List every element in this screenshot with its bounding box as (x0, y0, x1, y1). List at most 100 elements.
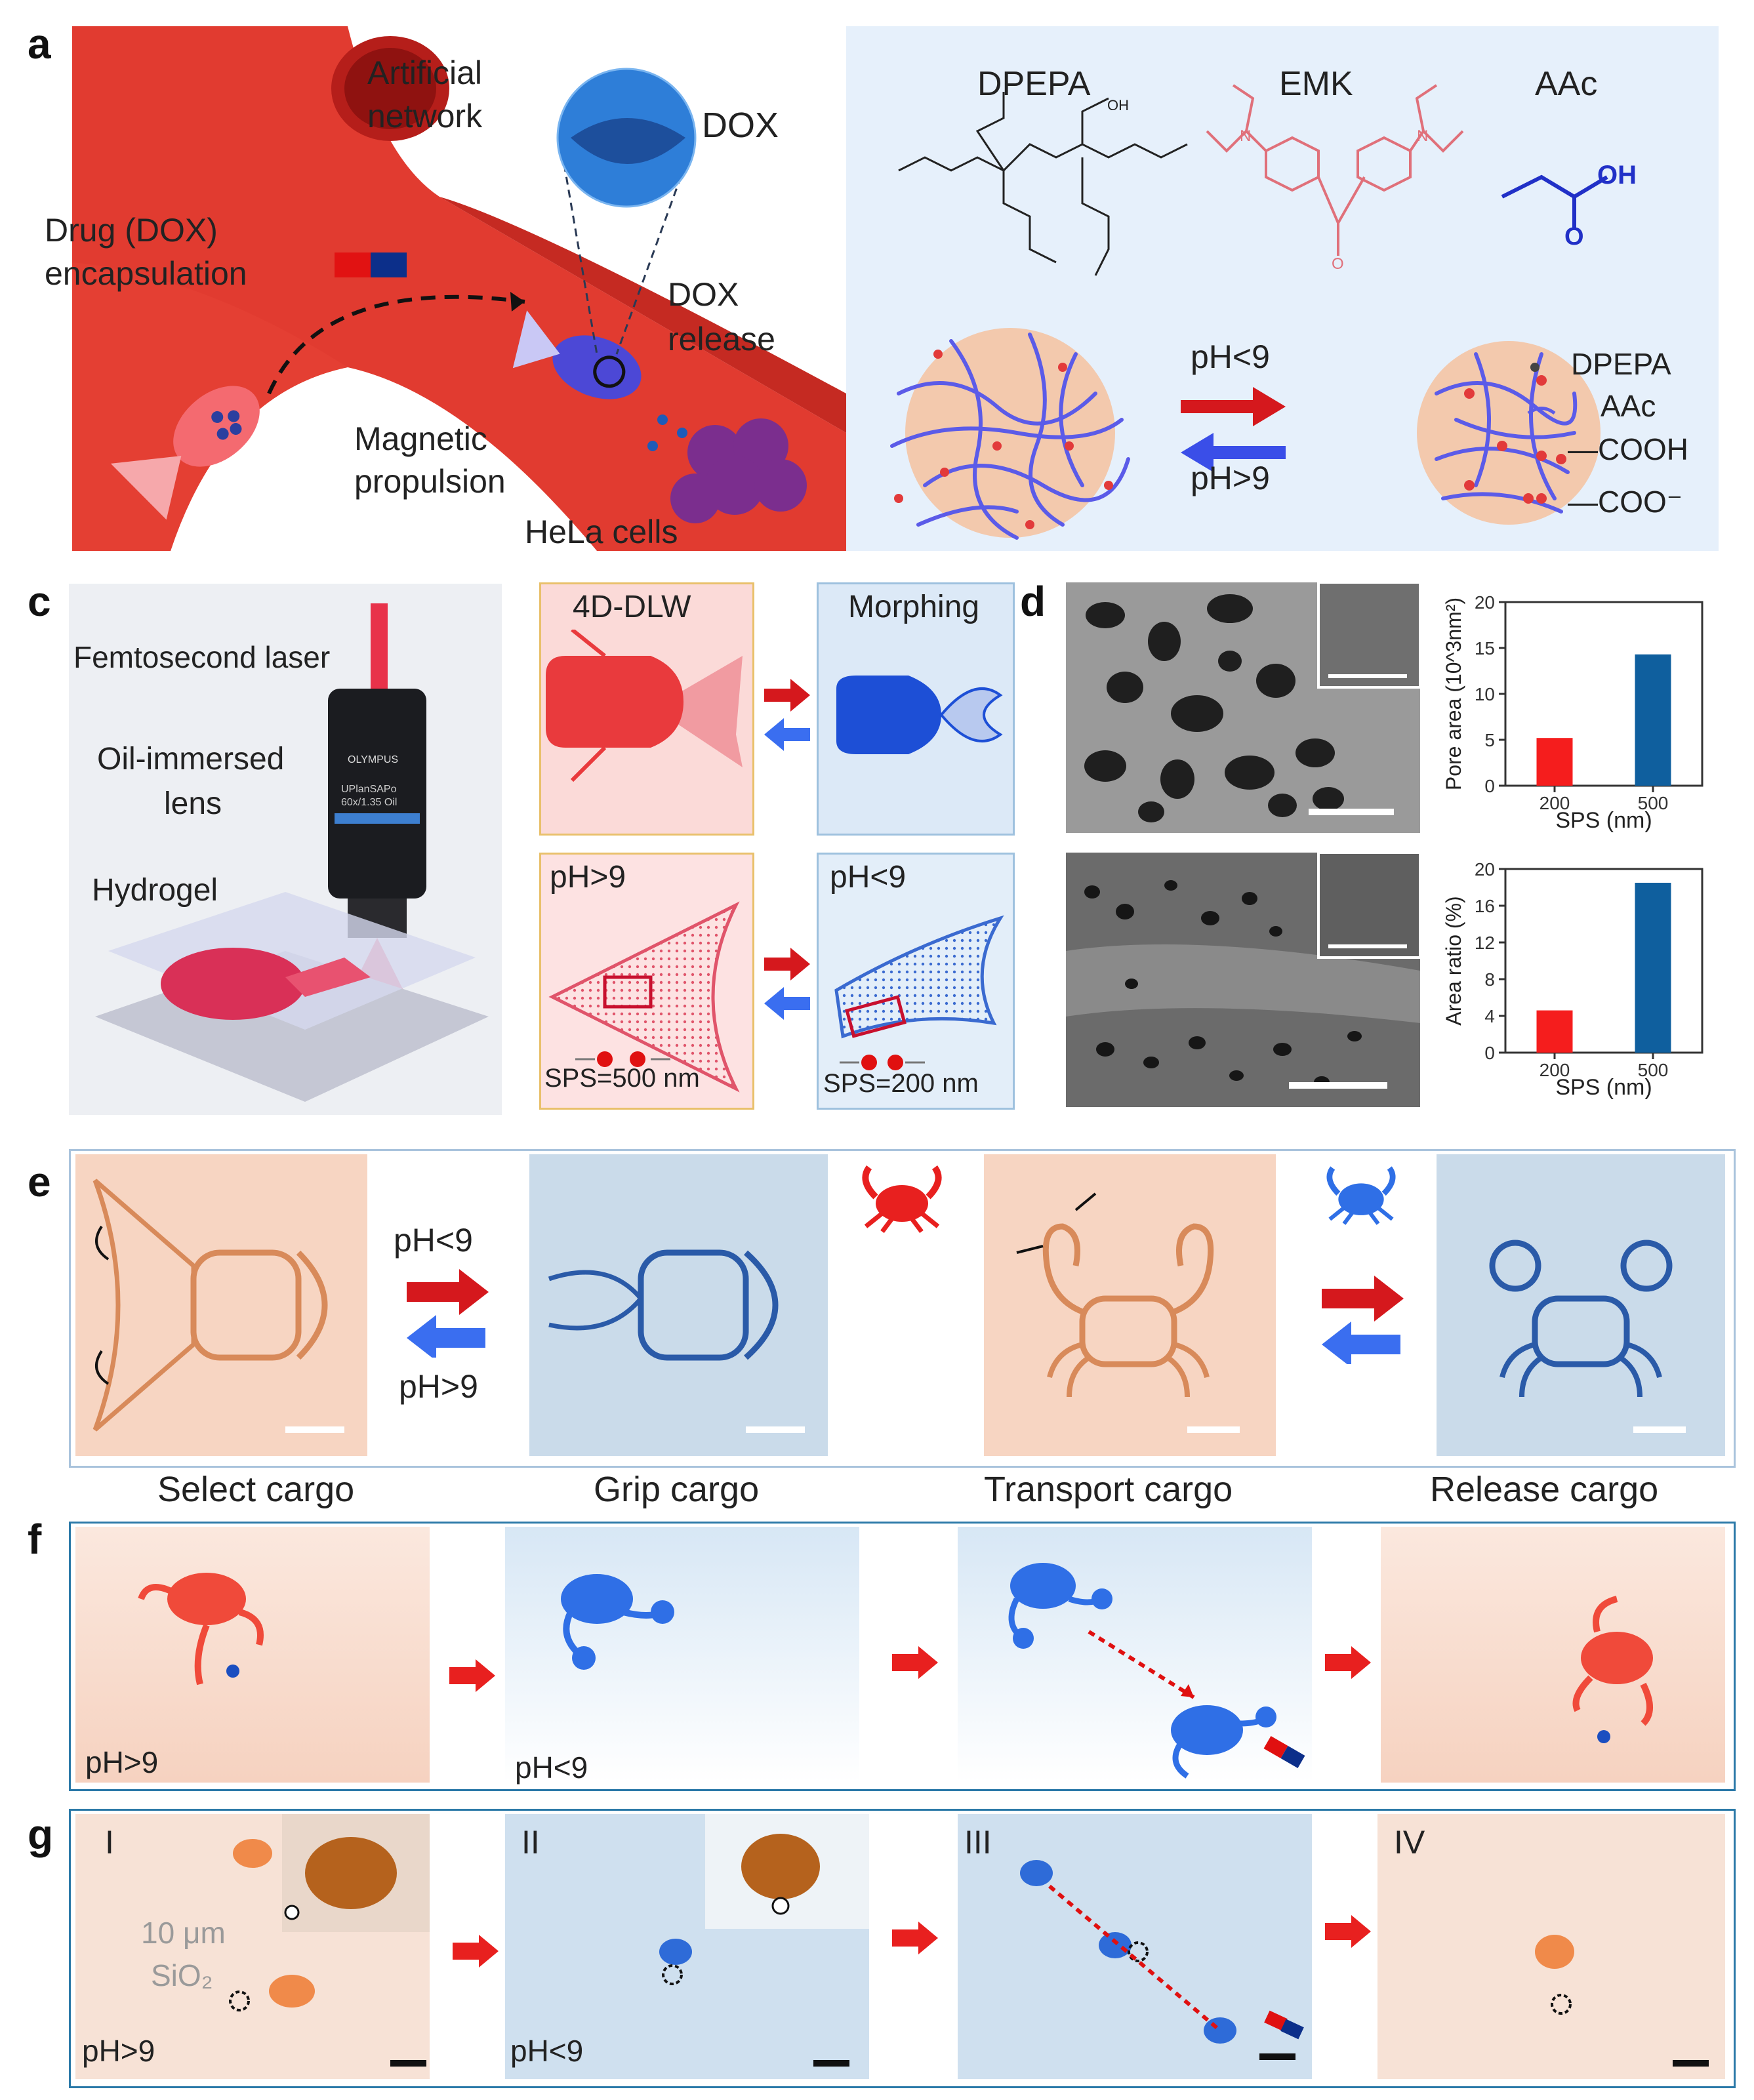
x-tick-label-500: 500 (1638, 1060, 1669, 1080)
e-crab-orange (1016, 1192, 1240, 1433)
red-crab-icon (862, 1165, 942, 1233)
blue-tail-mesh (834, 915, 1004, 1070)
panel-label-g: g (28, 1811, 54, 1858)
label-morphing: Morphing (848, 590, 980, 624)
panel-label-a: a (28, 20, 51, 68)
f-arrow-3 (1325, 1646, 1371, 1679)
objective-spec-1: UPlanSAPo (341, 784, 397, 795)
label-magnetic-2: propulsion (354, 463, 506, 500)
f-scene-2 (505, 1527, 859, 1783)
arrows-e-1 (407, 1269, 489, 1358)
y-tick-label: 10 (1475, 684, 1495, 704)
x-axis-label: SPS (nm) (1555, 808, 1652, 833)
panel-label-f: f (28, 1516, 42, 1563)
bar-500 (1635, 883, 1671, 1053)
f-scene-3 (958, 1527, 1312, 1783)
g-size: 10 μm (141, 1916, 226, 1950)
label-sps200: SPS=200 nm (823, 1069, 979, 1098)
label-ph-lt-c: pH<9 (830, 860, 907, 895)
g-scene-3 (1020, 1860, 1304, 2060)
e-image-release (1437, 1154, 1725, 1456)
label-drug-encap-2: encapsulation (45, 255, 247, 292)
label-sps500: SPS=500 nm (544, 1064, 700, 1093)
label-oil-1: Oil-immersed (97, 742, 285, 777)
g-roman-2: II (521, 1824, 540, 1861)
f-crab-red-2 (1572, 1596, 1653, 1743)
y-axis-label: Area ratio (%) (1442, 896, 1465, 1025)
panel-label-c: c (28, 578, 51, 625)
g-scene-1 (229, 1814, 430, 2067)
label-femto: Femtosecond laser (73, 640, 331, 674)
blue-crab-icon (1326, 1166, 1396, 1225)
g-roman-1: I (105, 1824, 114, 1861)
chemistry-svg: OH N N O (890, 84, 1608, 540)
f-ph-2: pH<9 (515, 1750, 588, 1785)
g-image-3 (958, 1814, 1312, 2079)
bar-500 (1635, 654, 1671, 786)
blue-fish-shape (836, 676, 1003, 754)
e-image-select (75, 1154, 367, 1456)
y-tick-label: 0 (1484, 1043, 1495, 1063)
g-arrow-3 (1325, 1915, 1371, 1948)
red-microrobot (110, 386, 260, 520)
caption-transport: Transport cargo (984, 1470, 1233, 1509)
sem-pores-top (1066, 582, 1420, 833)
g-roman-4: IV (1394, 1824, 1425, 1861)
red-tail-mesh (548, 901, 740, 1093)
laser-setup-svg (69, 584, 502, 1115)
y-tick-label: 8 (1484, 969, 1495, 990)
x-tick-label-200: 200 (1540, 793, 1570, 813)
e-fish-blue (548, 1249, 805, 1433)
plot-frame (1504, 868, 1703, 1054)
label-ph-gt-c: pH>9 (550, 860, 626, 895)
legend-cooh: —COOH (1568, 432, 1688, 466)
red-fish-shape (546, 630, 743, 782)
label-ph-gt-e: pH>9 (399, 1368, 478, 1405)
y-tick-label: 4 (1484, 1006, 1495, 1026)
caption-grip: Grip cargo (594, 1470, 760, 1509)
sem-image-top (1066, 582, 1420, 833)
e-crab-blue (1489, 1240, 1686, 1433)
label-emk: EMK (1279, 65, 1353, 103)
legend-aac: AAc (1601, 389, 1656, 423)
label-ph-gt-b: pH>9 (1191, 460, 1270, 496)
panel-label-e: e (28, 1158, 51, 1205)
label-dox-release-1: DOX (668, 276, 739, 313)
legend-coo: —COO⁻ (1568, 485, 1683, 519)
arrows-c-top (764, 679, 810, 751)
label-hela: HeLa cells (525, 514, 678, 550)
svg-text:N: N (1417, 127, 1428, 145)
label-oil-2: lens (164, 786, 222, 821)
label-aac-oh: OH (1597, 161, 1637, 190)
panel-a-illustration (72, 26, 846, 551)
y-tick-label: 20 (1475, 592, 1495, 613)
panel-c-setup (69, 584, 502, 1115)
label-dox-release-2: release (668, 321, 775, 357)
hela-cells (670, 418, 807, 523)
svg-text:N: N (1240, 127, 1251, 145)
f-arrow-1 (449, 1659, 495, 1692)
e-image-grip (529, 1154, 828, 1456)
y-tick-label: 15 (1475, 638, 1495, 658)
g-ph-1: pH>9 (82, 2034, 155, 2068)
bar-200 (1536, 1010, 1573, 1053)
plot-frame (1504, 601, 1703, 787)
f-arrow-2 (892, 1646, 938, 1679)
label-hydrogel: Hydrogel (92, 873, 218, 908)
sem-pores-bottom (1066, 853, 1420, 1107)
x-axis-label: SPS (nm) (1555, 1075, 1652, 1100)
svg-text:OH: OH (1107, 97, 1129, 113)
panel-label-d: d (1020, 578, 1046, 625)
g-scene-2 (659, 1814, 869, 2067)
y-axis-label: Pore area (10^3nm²) (1442, 597, 1465, 790)
f-transport-scene (1008, 1563, 1305, 1779)
blood-vessel-svg (72, 26, 846, 551)
g-image-2 (505, 1814, 869, 2079)
x-tick-label-500: 500 (1638, 793, 1669, 813)
label-ph-lt-e: pH<9 (394, 1222, 473, 1259)
g-sio2: SiO₂ (151, 1958, 213, 1992)
g-arrow-2 (892, 1922, 938, 1954)
panel-b-box: OH N N O (846, 26, 1719, 551)
